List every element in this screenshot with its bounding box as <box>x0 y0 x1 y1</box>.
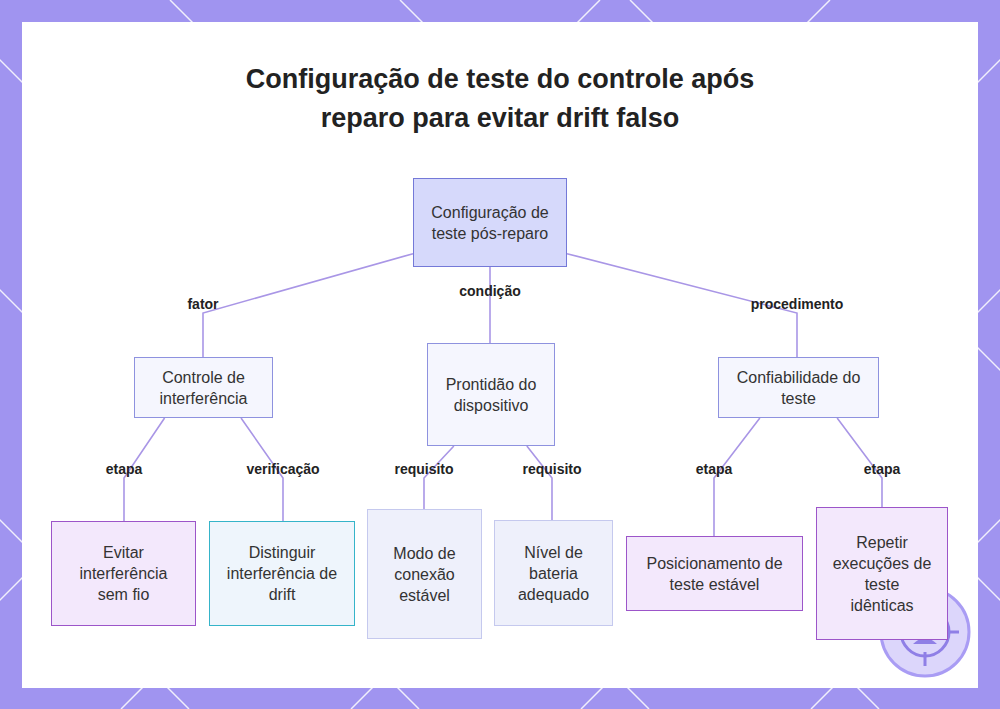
node-label: Posicionamento de teste estável <box>641 553 788 595</box>
step-box: Posicionamento de teste estável <box>626 536 803 611</box>
edge-label: requisito <box>394 461 453 477</box>
edge-label: requisito <box>522 461 581 477</box>
edge-label: etapa <box>864 461 901 477</box>
category-box: Confiabilidade do teste <box>718 357 879 418</box>
node-text: Modo de conexão estável <box>382 543 467 606</box>
node-label: Modo de conexão estável <box>382 543 467 606</box>
diagram-title: Configuração de teste do controle após r… <box>215 60 785 138</box>
root-box: Configuração de teste pós-reparo <box>413 178 567 267</box>
node-label: Confiabilidade do teste <box>733 367 864 409</box>
edge-label: condição <box>459 283 520 299</box>
node-label: Distinguir interferência de drift <box>224 542 340 605</box>
node-text: Distinguir interferência de drift <box>224 542 340 605</box>
node-label: Evitar interferência sem fio <box>66 542 181 605</box>
connector-line <box>527 446 552 520</box>
node-label: Nível de bateria adequado <box>509 542 598 605</box>
node-label: Repetir execuções de teste idênticas <box>831 532 933 616</box>
node-text: Evitar interferência sem fio <box>66 542 181 605</box>
node-label: Configuração de teste pós-reparo <box>428 202 552 244</box>
edge-label: etapa <box>106 461 143 477</box>
node-text: Repetir execuções de teste idênticas <box>831 532 933 616</box>
connector-line <box>424 446 454 509</box>
requirement-box: Modo de conexão estável <box>367 509 482 639</box>
node-label: Controle de interferência <box>149 367 258 409</box>
node-text: Confiabilidade do teste <box>733 367 864 409</box>
edge-label: verificação <box>246 461 319 477</box>
node-text: Nível de bateria adequado <box>509 542 598 605</box>
connector-line <box>489 267 491 343</box>
category-box: Controle de interferência <box>134 357 273 418</box>
category-box: Prontidão do dispositivo <box>427 343 555 446</box>
node-text: Prontidão do dispositivo <box>442 374 540 416</box>
step-box: Repetir execuções de teste idênticas <box>816 507 948 640</box>
connector-line <box>203 254 413 357</box>
node-text: Posicionamento de teste estável <box>641 553 788 595</box>
requirement-box: Nível de bateria adequado <box>494 520 613 626</box>
node-text: Configuração de teste pós-reparo <box>428 202 552 244</box>
node-text: Controle de interferência <box>149 367 258 409</box>
step-box: Evitar interferência sem fio <box>51 521 196 626</box>
title-text: Configuração de teste do controle após r… <box>246 64 755 133</box>
edge-label: fator <box>187 296 218 312</box>
node-label: Prontidão do dispositivo <box>442 374 540 416</box>
edge-label: etapa <box>696 461 733 477</box>
connector-line <box>714 418 760 536</box>
check-box: Distinguir interferência de drift <box>209 521 355 626</box>
edge-label: procedimento <box>751 296 844 312</box>
content-panel <box>22 22 978 688</box>
